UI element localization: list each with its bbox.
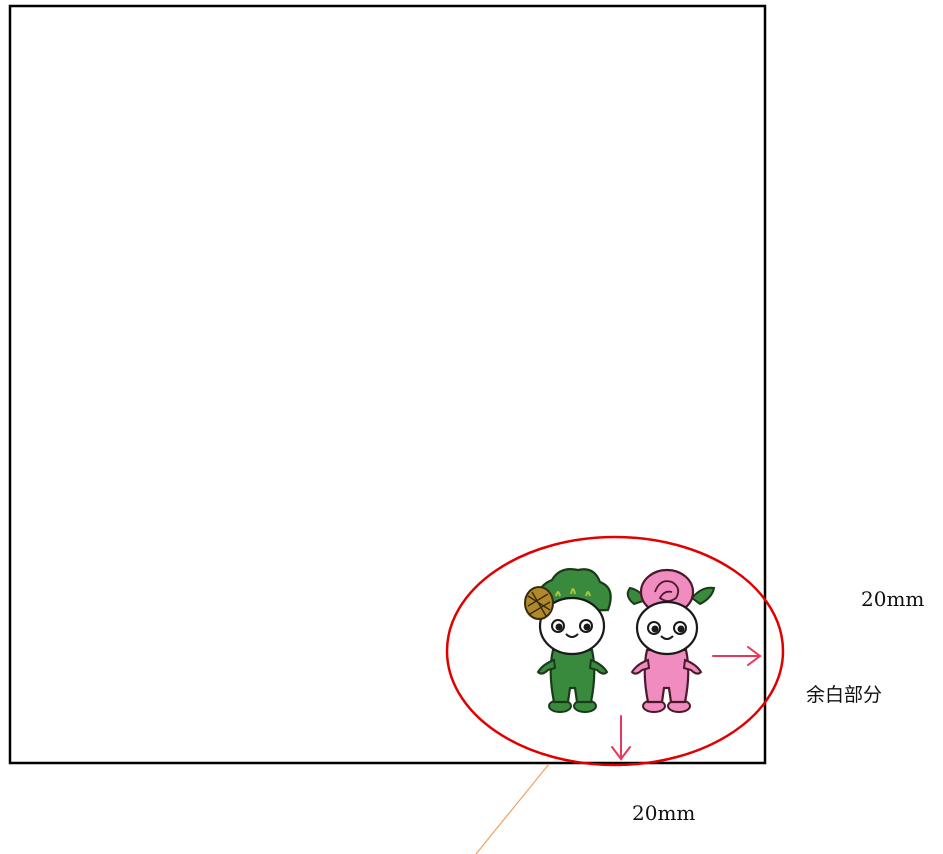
highlight-ellipse xyxy=(445,535,785,767)
leader-line xyxy=(475,763,550,854)
green-character-icon xyxy=(524,568,612,713)
margin-area-label: 余白部分 xyxy=(806,684,883,706)
pink-character-icon xyxy=(626,568,716,713)
right-margin-arrow-icon xyxy=(712,646,762,666)
bottom-margin-arrow-icon xyxy=(611,715,631,761)
right-margin-label: 20mm xyxy=(861,587,925,611)
bottom-margin-label: 20mm xyxy=(632,801,696,825)
